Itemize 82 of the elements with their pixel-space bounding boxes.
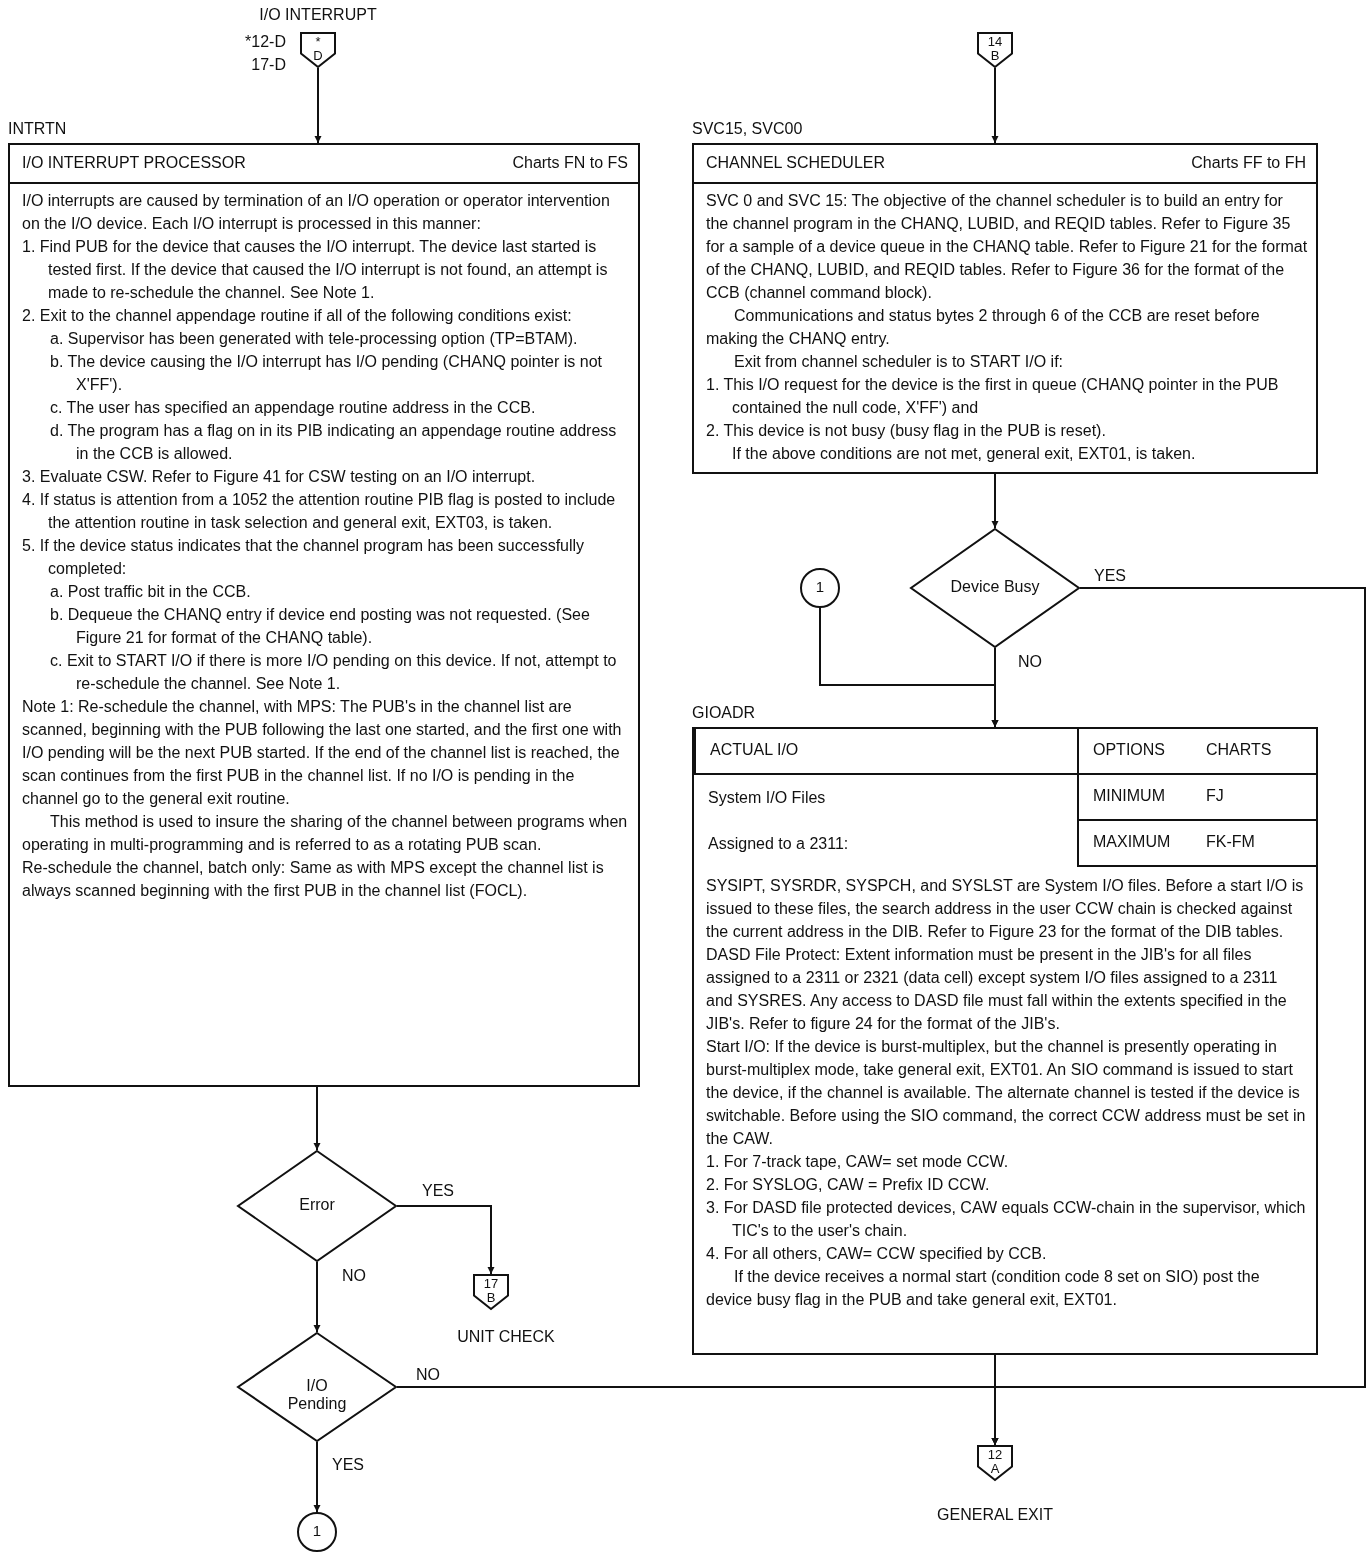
decision-diamond bbox=[910, 528, 1080, 648]
connector-caption: I/O INTERRUPT bbox=[259, 6, 377, 24]
list-item-text: 3. For DASD file protected devices, CAW equals CCW-chain in the supervisor, which TIC's to the user's chain. bbox=[706, 1198, 1307, 1241]
connector-number: 1 bbox=[311, 1522, 323, 1539]
table-cell-text: System I/O Files bbox=[707, 788, 827, 808]
connector-caption: UNIT CHECK bbox=[457, 1328, 555, 1346]
flow-arrow bbox=[991, 473, 999, 529]
list-item-text: d. The program has a flag on in its PIB indicating an appendage routine address in the CCB is allowed. bbox=[49, 421, 618, 464]
decision-diamond bbox=[237, 1150, 397, 1262]
flow-arrow bbox=[313, 1086, 321, 1151]
description-text: If the device receives a normal start (condition code 8 set on SIO) post the device busy flag in the PUB and take general exit, EXT01. bbox=[706, 1267, 1261, 1310]
connector-number: 1 bbox=[814, 578, 826, 595]
description-text: Note 1: Re-schedule the channel, with MPS: The PUB's in the channel list are scanned, beginning with the PUB following the last one started, and the first one with I/O pending will be the next PUB started. If the end of the channel list is reached, the scan continues from the first PUB in the channel list. If no I/O is pending in the channel go to the general exit routine. bbox=[22, 697, 623, 809]
connector-caption: 17-D bbox=[251, 56, 286, 74]
description-text: SVC 0 and SVC 15: The objective of the channel scheduler is to build an entry for the channel program in the CHANQ, LUBID, and REQID tables. Refer to Figure 35 for a sample of a device queue in the CHANQ table. Refer to Figure 21 for the format of the CHANQ, LUBID, and REQID tables. Refer to Figure 36 for the format of the CCB (channel command block). bbox=[706, 191, 1308, 303]
connector-reference: B bbox=[989, 48, 1001, 63]
box-title: CHANNEL SCHEDULER bbox=[706, 154, 885, 172]
description-text: DASD File Protect: Extent information must be present in the JIB's for all files assigned to a 2311 or 2321 (data cell) except system I/O files assigned to a 2311 and SYSRES. Any access to DASD file must fall within the extents specified in the JIB's. Refer to figure 24 for the format of the JIB's. bbox=[706, 945, 1288, 1034]
table-cell: ACTUAL I/O bbox=[694, 729, 1077, 775]
off-page-connector bbox=[300, 32, 336, 68]
list-item-text: 2. For SYSLOG, CAW = Prefix ID CCW. bbox=[706, 1175, 991, 1195]
description-text: SYSIPT, SYSRDR, SYSPCH, and SYSLST are System I/O files. Before a start I/O is issued to these files, the search address in the user CCW chain is checked against the current address in the DIB. Refer to Figure 23 for the format of the DIB tables. bbox=[706, 876, 1305, 942]
list-item-text: 4. If status is attention from a 1052 the attention routine PIB flag is posted to include the attention routine in task selection and general exit, EXT03, is taken. bbox=[22, 490, 617, 533]
decision-label: Error bbox=[298, 1196, 336, 1214]
routine-name-label: INTRTN bbox=[8, 120, 67, 138]
flow-arrow bbox=[313, 1441, 321, 1513]
table-cell: FK-FM bbox=[1192, 821, 1316, 867]
list-item-text: 3. Evaluate CSW. Refer to Figure 41 for CSW testing on an I/O interrupt. bbox=[22, 467, 537, 487]
description-text: Communications and status bytes 2 through 6 of the CCB are reset before making the CHANQ entry. bbox=[706, 306, 1261, 349]
table-cell-text: Assigned to a 2311: bbox=[707, 834, 850, 854]
list-item-text: a. Post traffic bit in the CCB. bbox=[49, 582, 252, 602]
flow-arrow bbox=[313, 1261, 321, 1333]
description-text: Start I/O: If the device is burst-multiplex, but the channel is presently operating in burst-multiplex mode, take general exit, EXT01. An SIO command is issued to start the device, if the channel is available. The alternate channel is tested if the device is switchable. Before using the SIO command, the correct CCW address must be set in the CAW. bbox=[706, 1037, 1307, 1149]
table-cell: FJ bbox=[1192, 775, 1316, 821]
table-cell: MINIMUM bbox=[1077, 775, 1192, 821]
list-item-text: 4. For all others, CAW= CCW specified by CCB. bbox=[706, 1244, 1048, 1264]
connector-reference: A bbox=[989, 1461, 1001, 1476]
list-item-text: a. Supervisor has been generated with tele-processing option (TP=BTAM). bbox=[49, 329, 579, 349]
description-text: Re-schedule the channel, batch only: Same as with MPS except the channel list is always scanned beginning with the first PUB in the channel list (FOCL). bbox=[22, 858, 605, 901]
decision-diamond bbox=[237, 1332, 397, 1442]
connector-reference: B bbox=[485, 1290, 497, 1305]
flow-arrow bbox=[819, 607, 999, 728]
connector-circle bbox=[297, 1512, 337, 1552]
table-cell: MAXIMUM bbox=[1077, 821, 1192, 867]
flow-arrow bbox=[314, 67, 322, 144]
flow-arrow bbox=[991, 67, 999, 144]
off-page-connector bbox=[977, 1445, 1013, 1481]
list-item-text: b. The device causing the I/O interrupt has I/O pending (CHANQ pointer is not X'FF'). bbox=[49, 352, 603, 395]
box-title: I/O INTERRUPT PROCESSOR bbox=[22, 154, 246, 172]
table-cell: CHARTS bbox=[1192, 729, 1316, 775]
description-text: This method is used to insure the sharing of the channel between programs when operating in multi-programming and is referred to as a rotating PUB scan. bbox=[22, 812, 629, 855]
chart-reference: Charts FF to FH bbox=[1191, 154, 1306, 172]
description-text: Exit from channel scheduler is to START I/O if: bbox=[733, 352, 1064, 372]
list-item-text: 5. If the device status indicates that the channel program has been successfully completed: bbox=[22, 536, 586, 579]
list-item-text: 2. Exit to the channel appendage routine if all of the following conditions exist: bbox=[22, 306, 573, 326]
description-text: I/O interrupts are caused by termination of an I/O operation or operator intervention on the I/O device. Each I/O interrupt is processed in this manner: bbox=[22, 191, 611, 234]
flow-arrow bbox=[396, 1386, 999, 1446]
connector-caption: GENERAL EXIT bbox=[937, 1506, 1053, 1524]
connector-reference: 12 bbox=[986, 1447, 1004, 1462]
list-item-text: b. Dequeue the CHANQ entry if device end posting was not requested. (See Figure 21 for format of the CHANQ table). bbox=[49, 605, 591, 648]
description-text: If the above conditions are not met, general exit, EXT01, is taken. bbox=[731, 444, 1197, 464]
routine-name-label: SVC15, SVC00 bbox=[692, 120, 803, 138]
routine-name-label: GIOADR bbox=[692, 704, 756, 722]
list-item-text: 1. For 7-track tape, CAW= set mode CCW. bbox=[706, 1152, 1010, 1172]
list-item-text: c. Exit to START I/O if there is more I/O pending on this device. If not, attempt to re-schedule the channel. See Note 1. bbox=[49, 651, 618, 694]
decision-label: I/O Pending bbox=[286, 1377, 348, 1413]
table-cell: OPTIONS bbox=[1077, 729, 1192, 775]
connector-reference: 17 bbox=[482, 1276, 500, 1291]
decision-label: Device Busy bbox=[950, 578, 1040, 596]
list-item-text: 2. This device is not busy (busy flag in the PUB is reset). bbox=[706, 421, 1107, 441]
list-item-text: c. The user has specified an appendage routine address in the CCB. bbox=[49, 398, 537, 418]
connector-circle bbox=[800, 568, 840, 608]
connector-caption: *12-D bbox=[245, 33, 286, 51]
list-item-text: 1. Find PUB for the device that causes the I/O interrupt. The device last started is tested first. If the device that caused the I/O interrupt is not found, an attempt is made to re-schedule the channel. See Note 1. bbox=[22, 237, 609, 303]
list-item-text: 1. This I/O request for the device is the first in queue (CHANQ pointer in the PUB contained the null code, X'FF') and bbox=[706, 375, 1280, 418]
connector-reference: * bbox=[314, 34, 322, 49]
connector-reference: 14 bbox=[986, 34, 1004, 49]
connector-reference: D bbox=[312, 48, 324, 63]
chart-reference: Charts FN to FS bbox=[512, 154, 628, 172]
flow-arrow bbox=[396, 1205, 495, 1275]
off-page-connector bbox=[473, 1274, 509, 1310]
off-page-connector bbox=[977, 32, 1013, 68]
